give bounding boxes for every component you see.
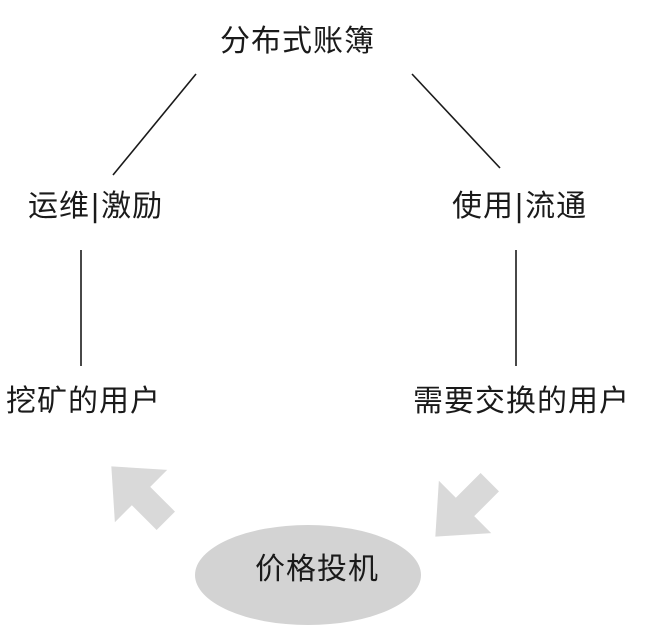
node-distributed-ledger: 分布式账簿 bbox=[220, 24, 375, 59]
node-exchange-users: 需要交换的用户 bbox=[413, 384, 630, 419]
node-price-speculation: 价格投机 bbox=[255, 552, 379, 587]
node-usage-circulation: 使用|流通 bbox=[452, 189, 588, 224]
connector-top-right bbox=[411, 73, 501, 169]
arrow-up-left bbox=[111, 466, 175, 530]
connector-top-left bbox=[112, 73, 197, 176]
node-mining-users: 挖矿的用户 bbox=[6, 384, 161, 419]
node-maintenance-incentive: 运维|激励 bbox=[28, 189, 164, 224]
arrow-down-left bbox=[435, 473, 499, 537]
speculation-ellipse bbox=[195, 525, 421, 625]
